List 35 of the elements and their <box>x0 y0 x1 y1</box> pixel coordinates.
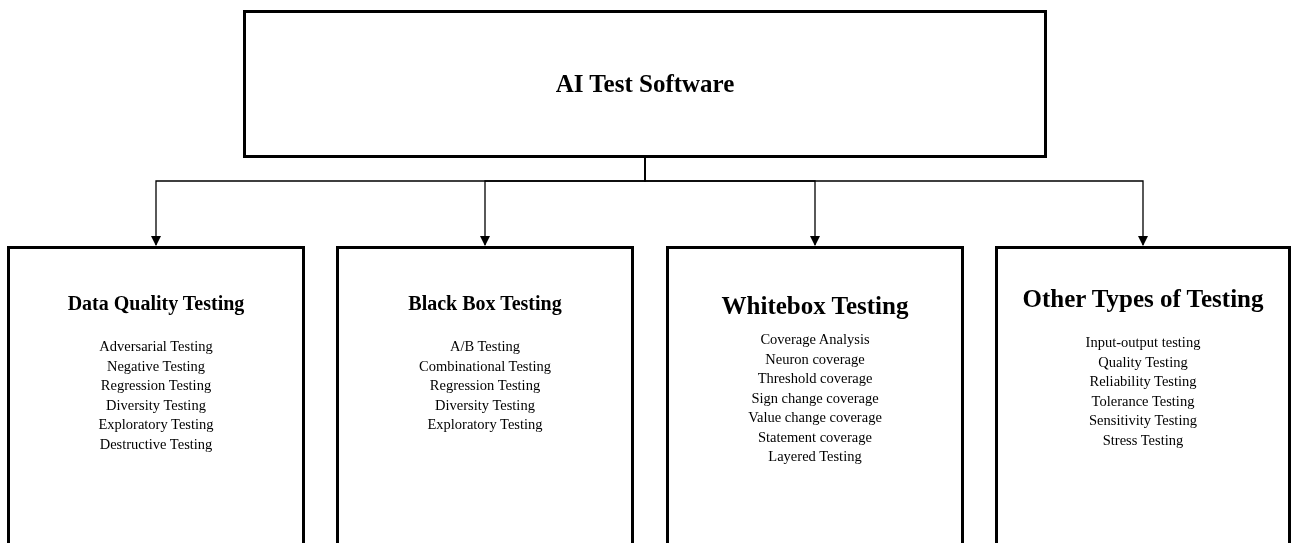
test-type-text: Threshold coverage <box>757 369 873 388</box>
test-type-text: Statement coverage <box>758 427 872 447</box>
category-heading: Data Quality Testing <box>67 292 245 315</box>
test-type-text: Value change coverage <box>748 408 882 427</box>
test-type-text: Stress Testing <box>1102 430 1184 450</box>
test-type-text: Reliability Testing <box>1089 372 1197 391</box>
test-type-text: Coverage Analysis <box>760 330 870 349</box>
test-type-text: Sign change coverage <box>751 388 879 408</box>
test-type-text: Adversarial Testing <box>99 337 213 356</box>
test-type-text: Combinational Testing <box>419 356 551 376</box>
test-type-text: Diversity Testing <box>435 395 535 415</box>
category-heading: Black Box Testing <box>408 292 562 315</box>
test-type-text: Negative Testing <box>106 356 206 376</box>
category-heading: Other Types of Testing <box>1022 285 1264 313</box>
test-type-text: Input-output testing <box>1085 333 1201 352</box>
test-type-text: Neuron coverage <box>765 349 865 369</box>
category-box <box>995 246 1291 543</box>
test-type-text: Diversity Testing <box>106 395 206 415</box>
arrow <box>644 157 1148 246</box>
category-heading: Whitebox Testing <box>721 292 909 320</box>
test-type-text: Destructive Testing <box>99 434 213 454</box>
test-type-text: Sensitivity Testing <box>1089 411 1197 430</box>
category-box <box>666 246 964 543</box>
test-type-text: Regression Testing <box>100 376 212 395</box>
category-box <box>336 246 634 543</box>
title-text: AI Test Software <box>555 70 735 97</box>
test-type-text: Quality Testing <box>1098 352 1188 372</box>
root-box <box>243 10 1047 158</box>
category-box <box>7 246 305 543</box>
test-type-text: A/B Testing <box>450 337 520 356</box>
test-type-text: Layered Testing <box>768 447 862 466</box>
test-type-text: Exploratory Testing <box>427 415 543 434</box>
test-type-text: Exploratory Testing <box>98 415 214 434</box>
test-type-text: Tolerance Testing <box>1091 391 1195 411</box>
test-type-text: Regression Testing <box>429 376 541 395</box>
